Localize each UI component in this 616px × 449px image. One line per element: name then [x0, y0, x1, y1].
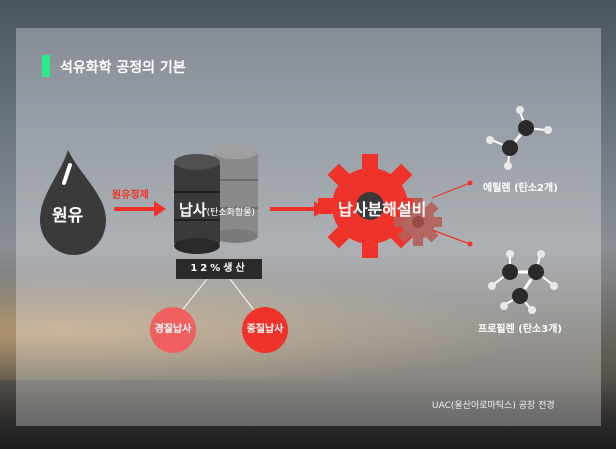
cracker-label: 납사분해설비 [338, 200, 427, 219]
photo-caption: UAC(울산아로마틱스) 공장 전경 [432, 401, 555, 411]
ethylene-label: 에틸렌 (탄소2개) [483, 183, 558, 194]
refining-label: 원유정제 [112, 190, 149, 201]
overlay-panel [16, 28, 601, 426]
arrow-to-cracker [270, 201, 326, 217]
line-to-ethylene [431, 182, 471, 199]
gear-small-icon [394, 198, 442, 246]
propylene-molecule-icon [488, 250, 558, 314]
light-naphtha-circle: 경질납사 [150, 307, 196, 353]
barrel-back-icon [214, 145, 258, 243]
background-shadow [0, 379, 616, 449]
line-to-propylene [431, 229, 471, 245]
naphtha-note: (탄소화합물) [206, 208, 256, 218]
oil-drop-highlight [62, 163, 72, 185]
crude-oil-label: 원유 [52, 206, 84, 226]
naphtha-text: 납사 [179, 201, 207, 219]
gear-large-icon [318, 154, 422, 258]
arrow-refining [114, 201, 166, 217]
ethylene-molecule-icon [486, 106, 552, 170]
production-badge: 12%생산 [176, 259, 262, 279]
oil-drop-icon [40, 150, 106, 255]
title-accent-bar [42, 55, 50, 77]
background-glow [0, 260, 616, 380]
page-title: 석유화학 공정의 기본 [60, 60, 186, 76]
propylene-label: 프로필렌 (탄소3개) [478, 324, 562, 335]
naphtha-label: 납사(탄소화합물) [179, 199, 255, 220]
barrel-front-icon [174, 154, 220, 254]
heavy-naphtha-circle: 중질납사 [242, 307, 288, 353]
